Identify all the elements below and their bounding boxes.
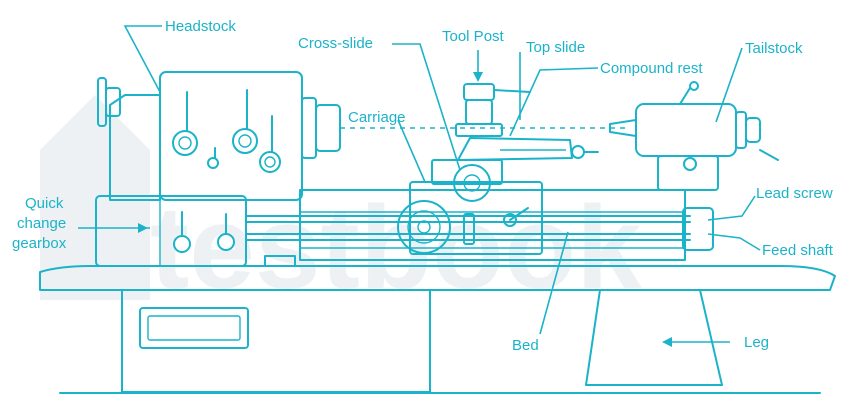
lathe-bed	[299, 189, 686, 261]
compound-rest	[455, 83, 599, 161]
label-top-slide: Top slide	[526, 39, 585, 56]
label-carriage: Carriage	[348, 109, 406, 126]
lead-screw-and-feed-shaft	[245, 207, 714, 251]
label-quick: Quick	[25, 195, 64, 212]
label-cross-slide: Cross-slide	[298, 35, 373, 52]
quick-change-gearbox	[95, 195, 247, 267]
headstock	[97, 71, 341, 201]
label-leg: Leg	[744, 334, 769, 351]
label-tailstock: Tailstock	[745, 40, 803, 57]
label-gearbox: gearbox	[12, 235, 67, 252]
tailstock	[609, 81, 779, 191]
bed-and-legs	[39, 255, 836, 394]
label-bed: Bed	[512, 337, 539, 354]
label-feed-shaft: Feed shaft	[762, 242, 834, 259]
label-compound-rest: Compound rest	[600, 60, 703, 77]
label-change: change	[17, 215, 66, 232]
label-lead-screw: Lead screw	[756, 185, 833, 202]
arrowheads	[138, 72, 672, 347]
label-tool-post: Tool Post	[442, 28, 505, 45]
leader-lines	[78, 25, 761, 343]
label-headstock: Headstock	[165, 18, 236, 35]
carriage	[397, 159, 543, 255]
